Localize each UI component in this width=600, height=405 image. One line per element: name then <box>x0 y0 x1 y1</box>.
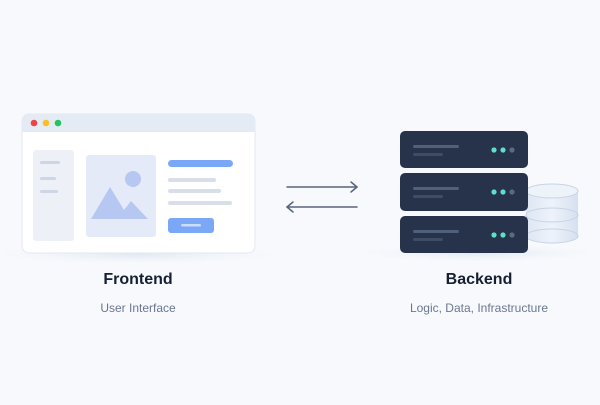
server-led-icon <box>491 147 497 153</box>
backend-server-stack-icon <box>360 131 596 262</box>
image-sun-icon <box>125 171 141 187</box>
database-cylinder-icon <box>525 183 579 244</box>
frontend-browser-window-icon <box>0 113 278 264</box>
server-led-icon <box>509 232 515 238</box>
backend-title: Backend <box>445 271 513 288</box>
server-unit-1 <box>400 131 528 168</box>
db-ring <box>525 207 579 223</box>
frontend-title: Frontend <box>103 271 173 288</box>
server-led-icon <box>500 147 506 153</box>
server-case <box>400 131 528 168</box>
sidebar-line <box>40 190 58 193</box>
server-slot-line <box>413 187 459 190</box>
server-led-icon <box>509 189 515 195</box>
server-case <box>400 173 528 211</box>
sidebar-line <box>40 177 56 180</box>
content-button-line <box>181 224 201 227</box>
server-led-icon <box>500 232 506 238</box>
server-unit-2 <box>400 173 528 211</box>
traffic-light-red-icon <box>30 119 38 127</box>
server-led-icon <box>491 232 497 238</box>
frontend-label: Frontend User Interface <box>18 270 258 316</box>
server-slot-line <box>413 195 443 198</box>
content-text-line <box>168 178 216 182</box>
backend-label: Backend Logic, Data, Infrastructure <box>359 270 599 316</box>
content-text-line <box>168 201 232 205</box>
traffic-light-green-icon <box>54 119 62 127</box>
server-led-icon <box>491 189 497 195</box>
sidebar-line <box>40 161 60 164</box>
server-slot-line <box>413 230 459 233</box>
browser-sidebar <box>33 150 74 241</box>
server-unit-3 <box>400 216 528 253</box>
arrow-right-head-icon <box>350 181 358 193</box>
frontend-subtitle: User Interface <box>100 301 176 315</box>
content-heading-bar <box>168 160 233 167</box>
image-placeholder-icon <box>86 155 156 237</box>
server-slot-line <box>413 153 443 156</box>
server-led-icon <box>509 147 515 153</box>
server-led-icon <box>500 189 506 195</box>
traffic-light-yellow-icon <box>42 119 50 127</box>
arrow-left-head-icon <box>286 201 294 213</box>
browser-title-bar <box>22 114 255 132</box>
content-text-line <box>168 189 221 193</box>
db-top-cap <box>525 183 579 199</box>
server-slot-line <box>413 145 459 148</box>
image-mountain-icon <box>91 187 148 219</box>
backend-subtitle: Logic, Data, Infrastructure <box>409 301 549 315</box>
bidirectional-arrows-icon <box>286 181 358 213</box>
server-slot-line <box>413 238 443 241</box>
server-case <box>400 216 528 253</box>
